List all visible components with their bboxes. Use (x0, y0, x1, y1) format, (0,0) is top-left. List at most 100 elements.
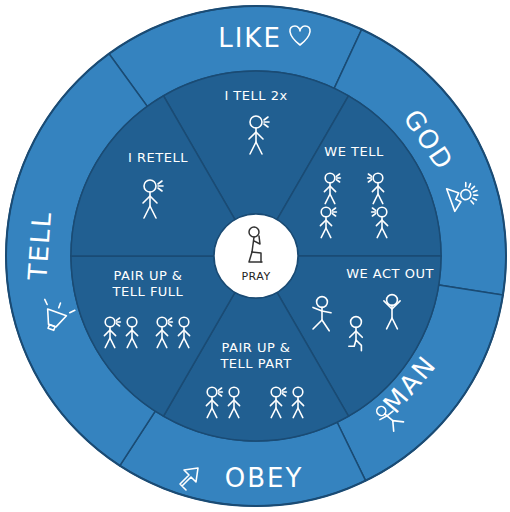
figure-head (179, 317, 189, 327)
node-text: PRAY (240, 270, 272, 284)
ring-label: OBEY (222, 460, 307, 497)
figure-body (329, 183, 331, 194)
figure-arms (292, 400, 303, 406)
figure-body (131, 327, 133, 338)
figure-body (252, 237, 254, 252)
speech-mark (336, 174, 339, 176)
wheel-wedge (71, 96, 235, 256)
sun-ray (468, 184, 472, 188)
speech-mark (368, 180, 371, 182)
figure-body (297, 397, 299, 408)
ring-label: TELL (19, 206, 61, 284)
node-text: OBEY (224, 462, 305, 495)
speech-mark (264, 117, 268, 120)
speech-mark (218, 394, 221, 396)
figure-body (275, 397, 277, 408)
sun-ray (464, 183, 467, 187)
speech-mark (168, 318, 171, 320)
figure-body (381, 217, 383, 228)
sun-mountain-icon (447, 179, 482, 211)
figure-arms (376, 220, 387, 226)
sound-mark (59, 303, 61, 308)
figure-arms (249, 132, 263, 139)
figure-head (127, 317, 137, 327)
figure-legs (179, 338, 189, 348)
speech-mark (168, 324, 171, 326)
figure-head (387, 295, 398, 306)
speech-mark (168, 321, 172, 323)
figure-arms (320, 220, 331, 226)
figure-legs (144, 206, 156, 218)
sound-mark (70, 309, 75, 314)
outer-ring (6, 6, 506, 506)
figure-body (377, 183, 379, 194)
center-label: PRAY (238, 268, 274, 286)
figure-legs (249, 252, 262, 262)
wedge-step: I RETELL (125, 148, 191, 168)
figure-body (149, 192, 151, 206)
wedge-step: WE ACT OUT (343, 264, 437, 284)
figure-arms (372, 186, 383, 192)
figure-body (321, 307, 323, 320)
figure-legs (377, 228, 387, 238)
figure-legs (388, 416, 404, 432)
figure-head (250, 116, 262, 128)
figure-legs (105, 338, 115, 348)
figure-arms (324, 186, 335, 192)
node-text: WE TELL (323, 144, 385, 160)
node-text: TELL (21, 208, 58, 282)
figure-head (317, 297, 328, 308)
speech-mark (158, 185, 163, 187)
figure-legs (321, 228, 331, 238)
figure-arms (350, 331, 363, 337)
figure-legs (373, 194, 383, 204)
node-text: LIKE (217, 22, 283, 55)
speech-mark (218, 388, 221, 390)
megaphone-handle (48, 324, 55, 330)
speech-mark (158, 181, 162, 184)
figure-head (207, 387, 217, 397)
speech-mark (368, 177, 372, 179)
mountain (447, 185, 465, 211)
speech-mark (336, 180, 339, 182)
speech-mark (282, 394, 285, 396)
speech-mark (116, 318, 119, 320)
node-text: PAIR UP & TELL PART (209, 340, 303, 373)
figure-legs (252, 252, 261, 262)
speech-mark (336, 177, 340, 179)
node-text: I RETELL (127, 150, 189, 166)
figure-arms (104, 330, 115, 336)
speech-mark (332, 208, 335, 210)
speech-mark (332, 211, 336, 213)
ring-label: LIKE (215, 20, 285, 57)
figure-arms (206, 400, 217, 406)
speech-mark (264, 124, 268, 127)
figure-legs (349, 340, 362, 351)
speech-mark (372, 208, 375, 210)
figure-arms (178, 330, 189, 336)
sun (459, 188, 472, 201)
wheel-wedge (71, 256, 235, 416)
figure-legs (207, 408, 217, 418)
wedge-step: PAIR UP & TELL FULL (99, 266, 197, 303)
node-text: GOD (395, 102, 461, 177)
speech-mark (282, 388, 285, 390)
figure-head (321, 207, 331, 217)
figure-body (183, 327, 185, 338)
node-text: I TELL 2x (223, 88, 289, 104)
speech-mark (158, 188, 162, 191)
figure-legs (387, 318, 398, 329)
figure-head (157, 317, 167, 327)
figure-arms (313, 307, 331, 312)
figure-head (293, 387, 303, 397)
speech-mark (264, 121, 269, 123)
figure-arms (228, 400, 239, 406)
figure-legs (127, 338, 137, 348)
figure-body (391, 305, 393, 318)
figure-head (271, 387, 281, 397)
figure-head (144, 180, 156, 192)
figure-head (229, 387, 239, 397)
wedge-step: PAIR UP & TELL PART (207, 338, 305, 375)
